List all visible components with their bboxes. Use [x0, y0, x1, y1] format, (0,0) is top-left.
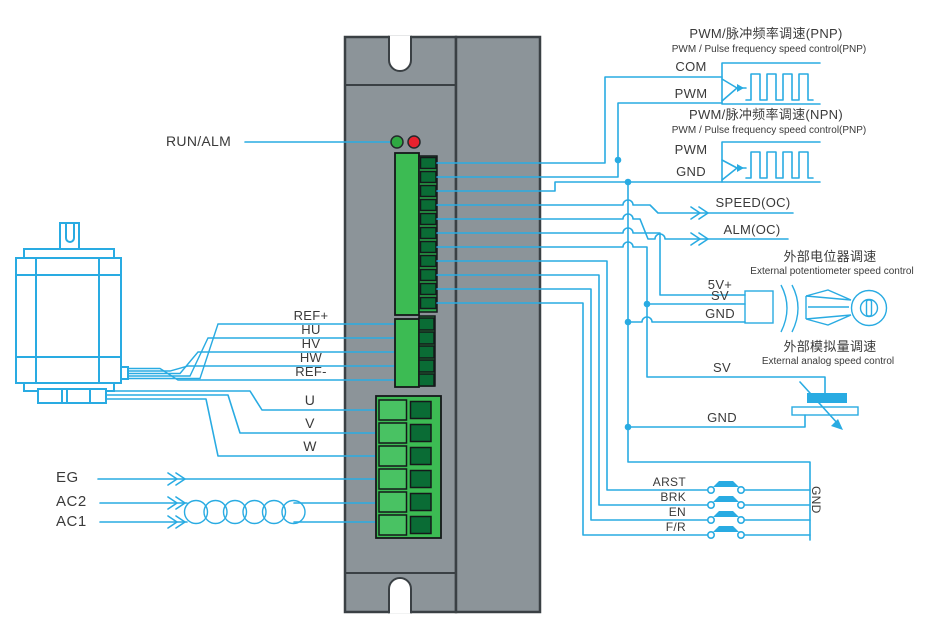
power-input-wires	[97, 472, 412, 529]
signal-wires	[436, 76, 826, 541]
ref-minus-label: REF-	[295, 364, 327, 379]
npn-title-en: PWM / Pulse frequency speed control(PNP)	[671, 125, 867, 136]
com-label: COM	[675, 59, 707, 74]
analog-rheostat-symbol	[791, 381, 859, 430]
top-mounting-slot	[388, 35, 412, 72]
pnp-title-cn: PWM/脉冲频率调速(PNP)	[689, 26, 843, 41]
alm-led	[407, 135, 421, 149]
brk-label: BRK	[660, 490, 686, 504]
5v-label: 5V+	[707, 277, 733, 292]
power-connector	[375, 395, 442, 539]
analog-title-en: External analog speed control	[761, 356, 895, 367]
fr-label: F/R	[665, 520, 686, 534]
pnp-title-en: PWM / Pulse frequency speed control(PNP)	[671, 44, 867, 55]
square-wave	[745, 151, 814, 179]
switch-fr	[706, 526, 745, 539]
npn-pulse-symbol	[721, 141, 821, 183]
input-arrow-icons	[167, 472, 186, 529]
motor-drawing	[15, 222, 129, 404]
gnd-pot-label: GND	[705, 306, 735, 321]
led-indicators	[244, 135, 421, 149]
sv-pot-label: SV	[711, 288, 729, 303]
gnd-npn-label: GND	[676, 164, 706, 179]
pwm-npn-label: PWM	[674, 142, 708, 157]
line-filter-coil	[183, 499, 306, 525]
w-phase-label: W	[303, 438, 317, 454]
arst-label: ARST	[652, 475, 686, 489]
bottom-mounting-slot	[388, 577, 412, 614]
ref-plus-label: REF+	[293, 308, 329, 323]
square-wave	[745, 73, 814, 101]
ac1-label: AC1	[56, 513, 87, 530]
analog-title-cn: 外部模拟量调速	[783, 339, 877, 354]
main-signal-connector	[394, 152, 438, 316]
motor-phase-wires	[105, 390, 413, 457]
switch-en	[706, 511, 745, 524]
pwm-pnp-label: PWM	[674, 86, 708, 101]
motor-sensor-wires	[127, 323, 419, 381]
output-arrow-icons	[690, 206, 709, 246]
pot-title-cn: 外部电位器调速	[783, 249, 877, 264]
hw-label: HW	[299, 350, 323, 365]
gnd-bus-label: GND	[809, 486, 823, 514]
eg-label: EG	[56, 469, 79, 486]
sv-analog-label: SV	[713, 360, 731, 375]
run-led	[390, 135, 404, 149]
run-alm-label: RUN/ALM	[166, 133, 232, 149]
speed-oc-label: SPEED(OC)	[715, 195, 791, 210]
ac2-label: AC2	[56, 493, 87, 510]
driver-body	[343, 35, 542, 614]
switch-brk	[706, 496, 745, 509]
input-switches	[706, 481, 745, 539]
pnp-pulse-symbol	[721, 62, 821, 105]
switch-arst	[706, 481, 745, 494]
potentiometer-symbol	[744, 284, 888, 333]
v-phase-label: V	[305, 415, 315, 431]
npn-title-cn: PWM/脉冲频率调速(NPN)	[689, 107, 843, 122]
gnd-analog-label: GND	[707, 410, 737, 425]
alm-oc-label: ALM(OC)	[723, 222, 781, 237]
u-phase-label: U	[304, 392, 316, 408]
pot-title-en: External potentiometer speed control	[750, 266, 914, 277]
sensor-connector	[394, 315, 436, 388]
hu-label: HU	[301, 322, 321, 337]
hv-label: HV	[301, 336, 321, 351]
en-label: EN	[668, 505, 686, 519]
